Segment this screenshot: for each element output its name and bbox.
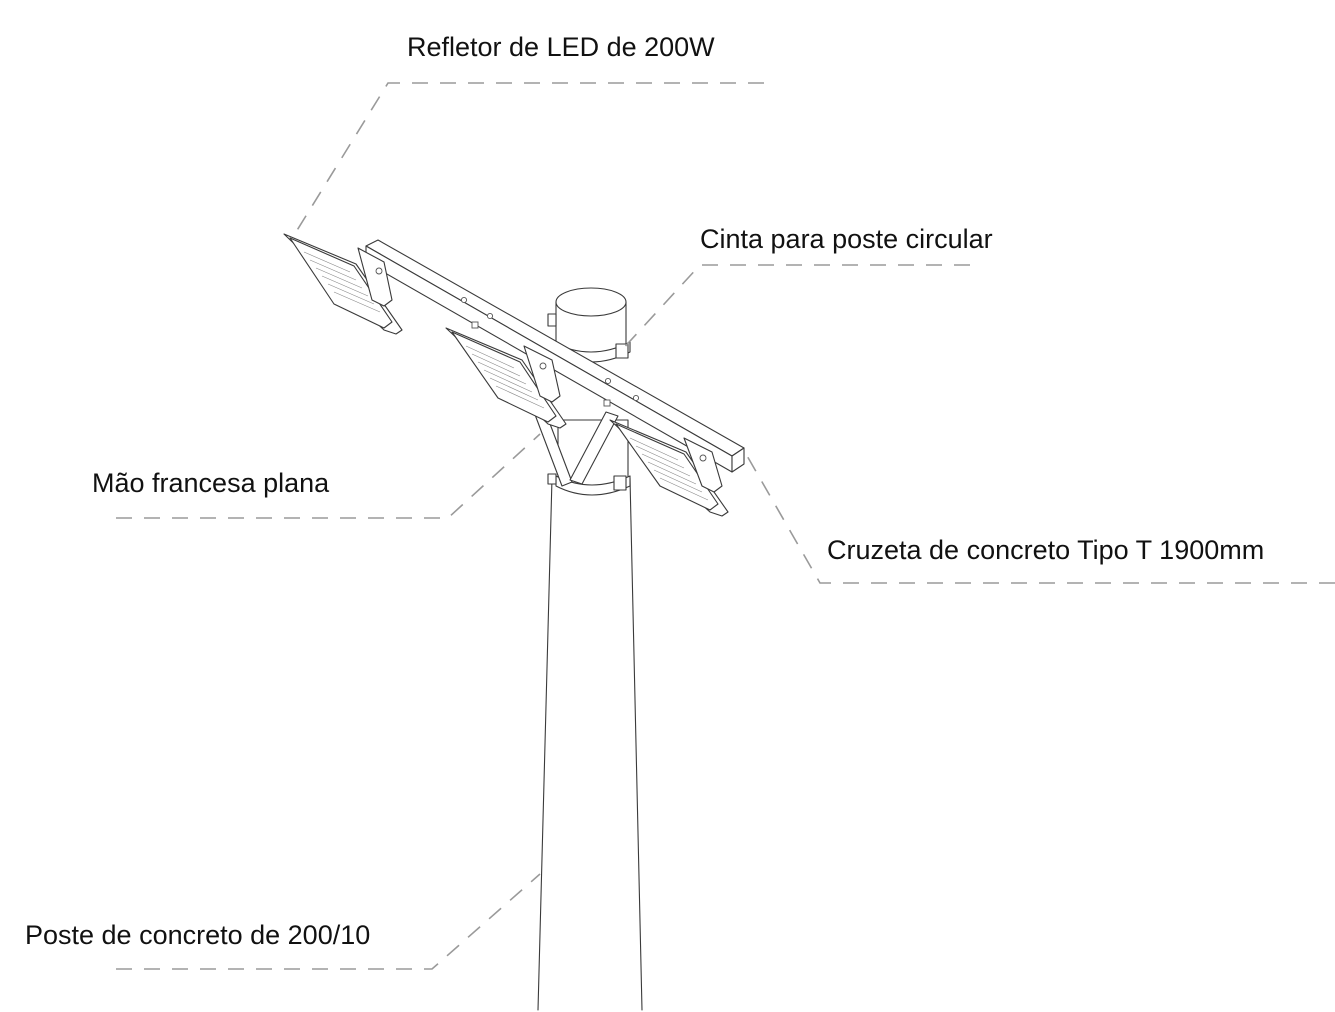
- led-reflector-middle: [445, 327, 567, 429]
- flat-brace-right: [569, 411, 619, 485]
- leader-pole-band: [619, 264, 970, 353]
- callout-crossarm: Cruzeta de concreto Tipo T 1900mm: [827, 535, 1265, 565]
- leader-concrete-pole: [116, 873, 541, 970]
- leader-led-reflector: [295, 82, 764, 233]
- led-reflector-right: [609, 419, 729, 517]
- pole-top: [555, 287, 627, 361]
- callout-flat-brace: Mão francesa plana: [92, 468, 330, 498]
- leader-crossarm: [745, 453, 1335, 584]
- led-reflector-left: [283, 233, 403, 335]
- pole-band-lower: [547, 473, 631, 496]
- callout-led-reflector: Refletor de LED de 200W: [407, 32, 715, 62]
- leader-lines: [116, 82, 1335, 970]
- callout-pole-band: Cinta para poste circular: [700, 224, 993, 254]
- callout-concrete-pole: Poste de concreto de 200/10: [25, 920, 371, 950]
- concrete-pole: [537, 477, 643, 1011]
